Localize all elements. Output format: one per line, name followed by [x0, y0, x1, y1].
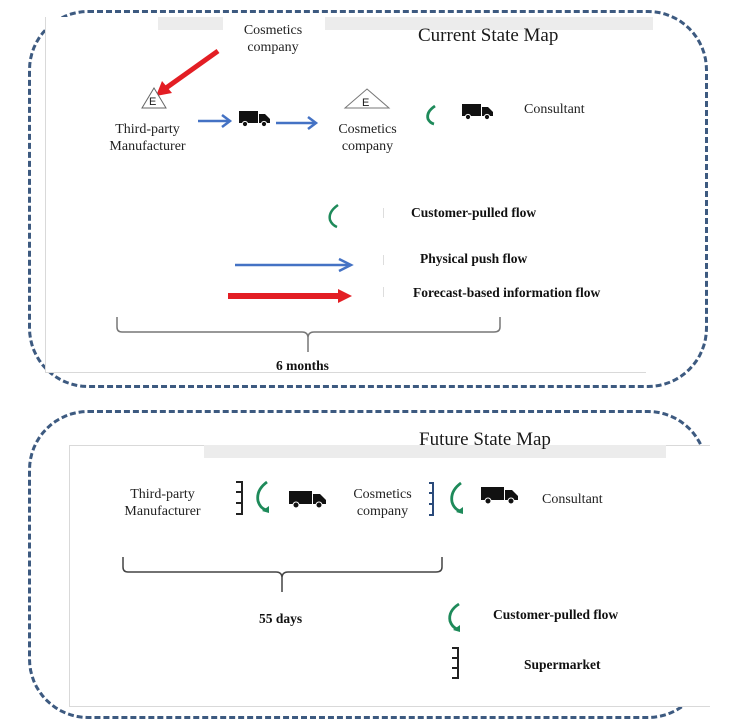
top-company-label: Cosmetics company	[243, 23, 303, 55]
future-manufacturer-label: Third-party Manufacturer	[124, 487, 201, 519]
current-state-title: Current State Map	[418, 25, 559, 46]
supermarket-icon	[429, 482, 434, 516]
legend-divider	[383, 287, 384, 297]
legend-divider	[383, 208, 384, 218]
manufacturer-inventory-letter: E	[149, 96, 157, 108]
inventory-triangle-icon	[343, 88, 391, 109]
customer-pulled-flow-icon	[448, 602, 460, 632]
lead-time-bracket	[122, 557, 443, 592]
customer-pulled-flow-icon	[328, 203, 339, 229]
push-arrow-icon	[276, 116, 319, 130]
truck-icon	[239, 111, 270, 128]
lead-time-bracket	[116, 317, 501, 352]
current-lead-time: 6 months	[276, 358, 329, 373]
legend-customer-pulled-label: Customer-pulled flow	[493, 607, 619, 622]
legend-forecast-label: Forecast-based information flow	[413, 285, 601, 300]
legend-physical-push-label: Physical push flow	[420, 251, 528, 266]
future-company-label: Cosmetics company	[353, 487, 412, 519]
legend-supermarket-label: Supermarket	[524, 657, 601, 672]
company-inventory-letter: E	[362, 97, 370, 109]
supermarket-icon	[452, 647, 459, 679]
current-title-bar	[158, 17, 223, 30]
customer-pulled-flow-icon	[450, 481, 463, 514]
push-arrow-icon	[198, 114, 233, 128]
truck-icon	[289, 491, 326, 509]
future-lead-time: 55 days	[259, 611, 303, 626]
supermarket-icon	[236, 481, 243, 515]
current-consultant-label: Consultant	[524, 102, 585, 117]
physical-push-arrow-icon	[235, 257, 354, 273]
future-state-panel	[69, 445, 710, 707]
current-title-bar-right	[325, 17, 653, 30]
truck-icon	[481, 487, 518, 505]
current-state-frame	[28, 10, 708, 388]
forecast-info-arrow-icon	[156, 48, 220, 96]
future-state-title: Future State Map	[419, 429, 551, 450]
current-state-panel	[45, 17, 646, 373]
future-title-bar	[204, 445, 666, 458]
future-consultant-label: Consultant	[542, 492, 603, 507]
current-manufacturer-label: Third-party Manufacturer	[109, 122, 186, 154]
truck-icon	[462, 104, 493, 121]
customer-pulled-flow-icon	[256, 480, 269, 513]
inventory-triangle-icon	[141, 87, 167, 109]
legend-customer-pulled-label: Customer-pulled flow	[411, 205, 537, 220]
legend-divider	[383, 255, 384, 265]
customer-pulled-flow-icon	[426, 104, 436, 126]
current-company-label: Cosmetics company	[338, 122, 397, 154]
forecast-info-arrow-icon	[228, 289, 352, 303]
